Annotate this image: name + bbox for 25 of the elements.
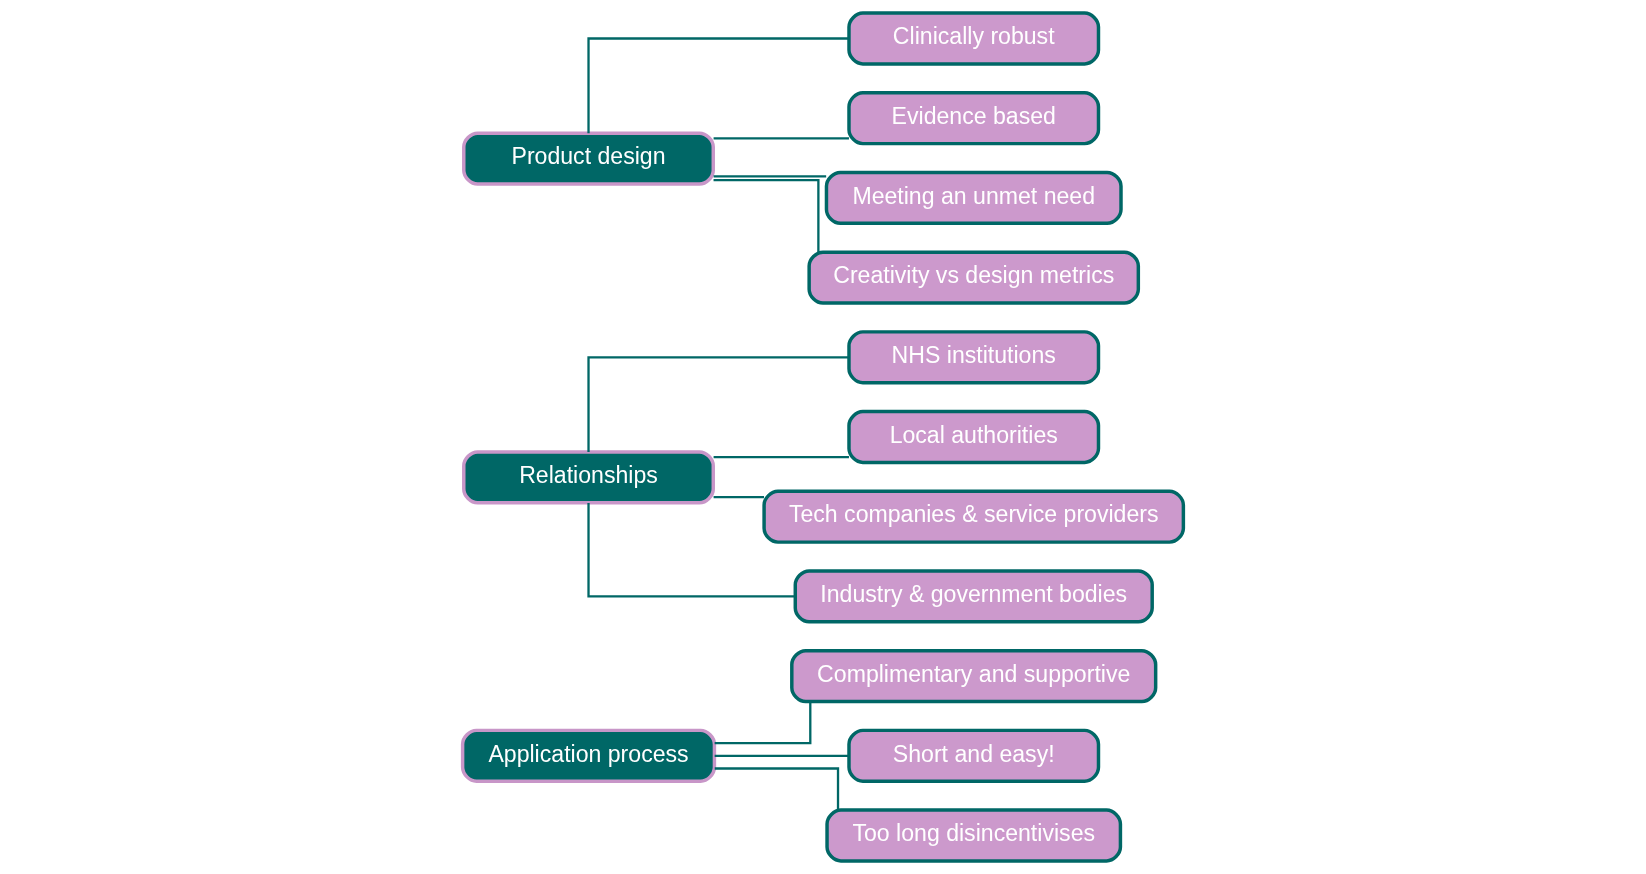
- node-box: Creativity vs design metrics: [807, 250, 1141, 305]
- node-box: Local authorities: [847, 409, 1101, 465]
- node-box: Complimentary and supportive: [790, 648, 1158, 704]
- node-box: Industry & government bodies: [793, 569, 1154, 624]
- node-box: Too long disincentivises: [825, 808, 1123, 863]
- node-box: Meeting an unmet need: [824, 170, 1123, 226]
- connector: [713, 179, 820, 252]
- node-box: Application process: [460, 728, 717, 783]
- connector: [713, 495, 764, 499]
- connector: [587, 37, 849, 134]
- connector: [713, 137, 849, 140]
- connector: [714, 701, 812, 745]
- node-box: Clinically robust: [847, 11, 1101, 66]
- connector: [714, 754, 849, 757]
- node-box: Product design: [462, 131, 715, 186]
- connector: [714, 767, 840, 810]
- node-box: Short and easy!: [847, 728, 1101, 783]
- connector: [713, 456, 849, 459]
- connector: [713, 175, 827, 178]
- node-box: Relationships: [462, 450, 715, 505]
- node-box: Evidence based: [847, 91, 1101, 146]
- connector: [587, 502, 796, 598]
- node-box: Tech companies & service providers: [762, 489, 1186, 544]
- connector: [587, 356, 849, 452]
- node-box: NHS institutions: [847, 330, 1101, 385]
